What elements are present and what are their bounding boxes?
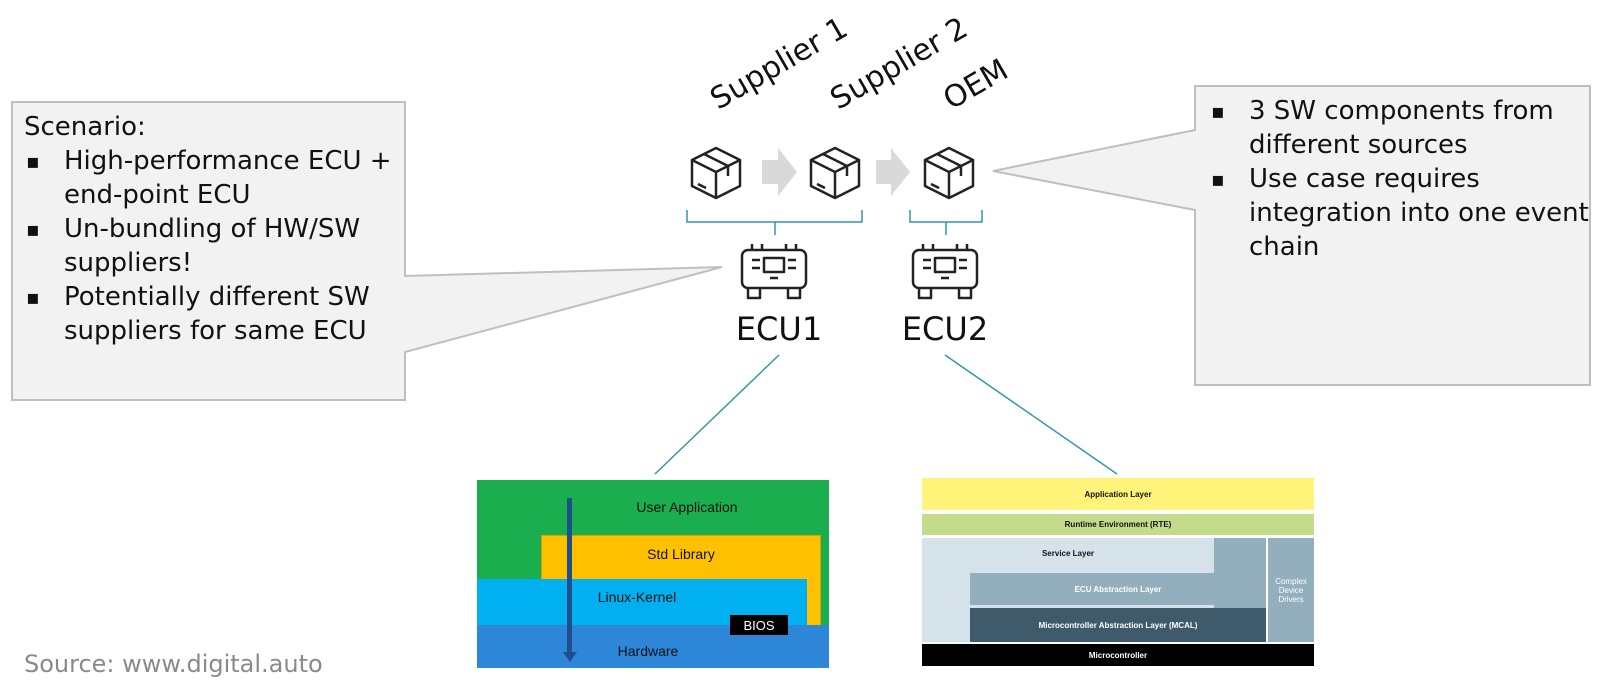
left-callout-list: High-performance ECU + end-point ECU Un-… (24, 144, 394, 348)
microcontroller-layer: Microcontroller (922, 644, 1314, 666)
hardware-label: Hardware (617, 642, 679, 659)
linux-stack: User Application Std Library Linux-Kerne… (477, 480, 829, 668)
list-item: Use case requires integration into one e… (1209, 162, 1589, 264)
flow-arrow-icon (762, 148, 797, 196)
package-icon (690, 146, 742, 200)
package-icon (923, 146, 975, 200)
mcal-layer: Microcontroller Abstraction Layer (MCAL) (970, 608, 1266, 642)
call-path-arrow (567, 498, 572, 658)
std-library-label: Std Library (647, 546, 715, 562)
list-item: Un-bundling of HW/SW suppliers! (24, 212, 394, 280)
ecu2-connector (944, 354, 1118, 475)
service-layer: Service Layer (922, 538, 1214, 568)
ecu-chip-icon (740, 244, 808, 300)
flow-arrow-icon (876, 148, 910, 196)
bios-box: BIOS (730, 615, 788, 635)
list-item: 3 SW components from different sources (1209, 94, 1589, 162)
list-item: Potentially different SW suppliers for s… (24, 280, 394, 348)
package-icon (809, 146, 861, 200)
list-item: High-performance ECU + end-point ECU (24, 144, 394, 212)
left-callout: Scenario: High-performance ECU + end-poi… (24, 110, 394, 348)
ecu2-label: ECU2 (901, 310, 989, 348)
ecu2-brace (909, 210, 983, 235)
complex-device-drivers: Complex Device Drivers (1268, 538, 1314, 642)
linux-kernel-label: Linux-Kernel (597, 589, 677, 605)
call-path-arrowhead-icon (563, 652, 577, 662)
left-callout-heading: Scenario: (24, 112, 146, 142)
ecu1-label: ECU1 (735, 310, 823, 348)
ecu-abstraction-layer: ECU Abstraction Layer (970, 573, 1266, 605)
ecu-chip-icon (911, 244, 979, 300)
right-callout: 3 SW components from different sources U… (1209, 94, 1589, 264)
ecu1-connector (654, 354, 780, 475)
rte-layer: Runtime Environment (RTE) (922, 514, 1314, 535)
ecu1-brace (686, 210, 863, 235)
autosar-stack: Application Layer Runtime Environment (R… (922, 478, 1314, 666)
right-callout-list: 3 SW components from different sources U… (1209, 94, 1589, 264)
application-layer: Application Layer (922, 478, 1314, 510)
source-note: Source: www.digital.auto (24, 650, 323, 678)
user-application-layer: User Application (636, 499, 738, 515)
